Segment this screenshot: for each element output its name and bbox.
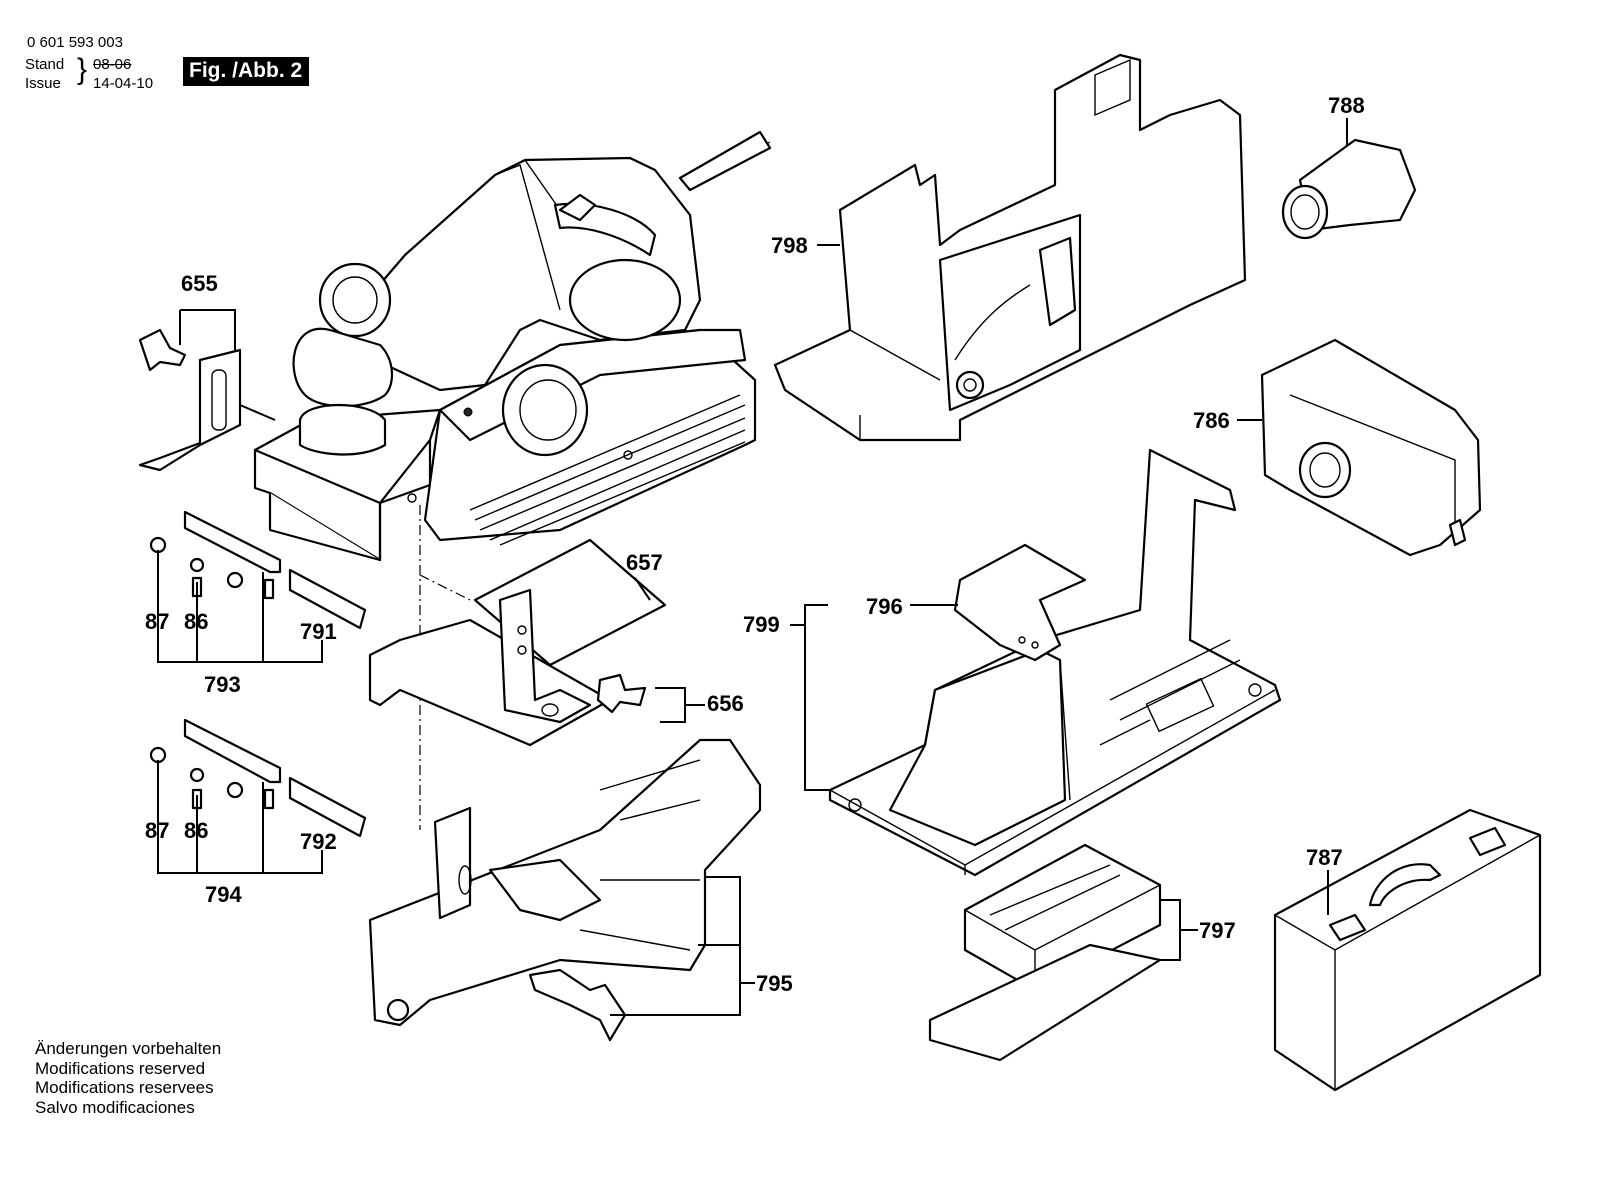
old-date: 08-06 xyxy=(93,56,132,73)
note-line: Änderungen vorbehalten xyxy=(35,1039,222,1058)
callout-87-upper: 87 xyxy=(145,609,169,634)
part-786-illustration xyxy=(1260,338,1482,557)
callout-657: 657 xyxy=(626,550,663,575)
callout-656: 656 xyxy=(707,691,744,716)
stand-label: Stand xyxy=(25,56,65,73)
callout-793: 793 xyxy=(204,672,241,697)
issue-date: 14-04-10 xyxy=(93,75,154,92)
callout-799: 799 xyxy=(743,612,780,637)
note-line: Modifications reservees xyxy=(35,1078,214,1097)
callout-786: 786 xyxy=(1193,408,1230,433)
part-795-illustration xyxy=(368,738,762,1042)
callout-798: 798 xyxy=(771,233,808,258)
part-796-illustration xyxy=(953,543,1087,662)
callout-791: 791 xyxy=(300,619,337,644)
part-657-656-illustration xyxy=(368,505,667,830)
part-799-illustration xyxy=(828,448,1282,877)
callout-788: 788 xyxy=(1328,93,1365,118)
modification-notes: Änderungen vorbehalten Modifications res… xyxy=(35,1039,221,1117)
leader-lines xyxy=(157,244,1329,1016)
callout-796: 796 xyxy=(866,594,903,619)
planer-body-illustration xyxy=(253,130,772,562)
callout-86-lower: 86 xyxy=(184,818,208,843)
callout-787: 787 xyxy=(1306,845,1343,870)
callout-655: 655 xyxy=(181,271,218,296)
blade-holder-793-illustration xyxy=(149,510,367,630)
figure-label: Fig. /Abb. 2 xyxy=(183,57,310,86)
part-788-illustration xyxy=(1281,118,1417,240)
callout-795: 795 xyxy=(756,971,793,996)
brace-glyph: } xyxy=(77,53,88,86)
callout-794: 794 xyxy=(205,882,242,907)
note-line: Salvo modificaciones xyxy=(35,1097,195,1117)
issue-label: Issue xyxy=(25,75,61,92)
part-655-illustration xyxy=(138,328,276,472)
part-number: 0 601 593 003 xyxy=(27,34,123,51)
part-797-illustration xyxy=(928,843,1162,1062)
callout-792: 792 xyxy=(300,829,337,854)
callout-797: 797 xyxy=(1199,918,1236,943)
callout-87-lower: 87 xyxy=(145,818,169,843)
note-line: Modifications reserved xyxy=(35,1058,206,1078)
part-798-illustration xyxy=(773,53,1247,442)
part-787-illustration xyxy=(1273,808,1542,1092)
callout-86-upper: 86 xyxy=(184,609,208,634)
